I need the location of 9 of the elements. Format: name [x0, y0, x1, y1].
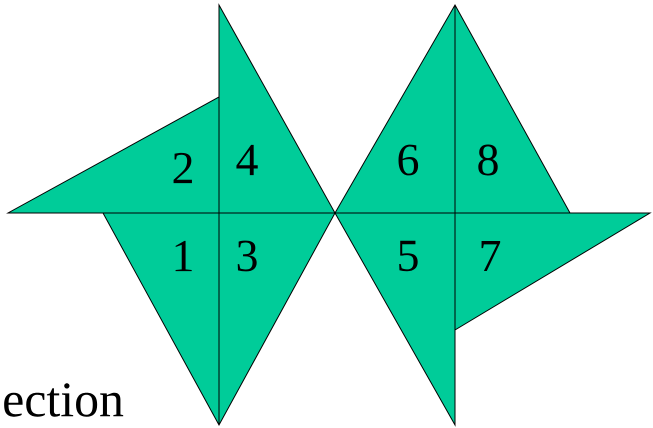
heading-fragment: ection: [4, 383, 124, 417]
region-number: 2: [174, 152, 192, 184]
region-number: 5: [399, 240, 418, 272]
region-number: 4: [236, 144, 258, 176]
region-number: 1: [176, 240, 192, 272]
region-number: 8: [478, 144, 498, 176]
region-number: 7: [482, 241, 500, 271]
region-number: 3: [238, 240, 257, 272]
region-number: 6: [398, 144, 418, 176]
